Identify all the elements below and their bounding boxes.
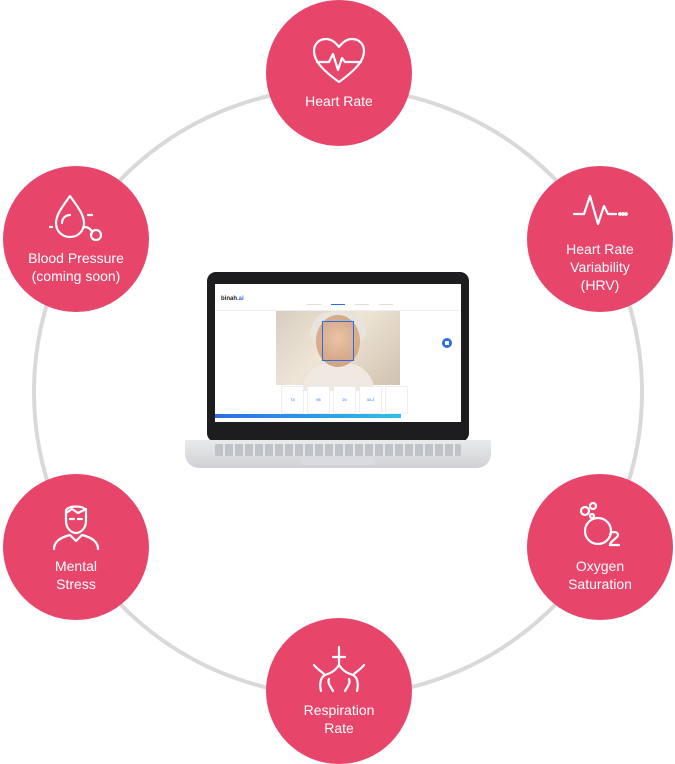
vitals-cards: 74 96 20 44.2 [281, 386, 408, 414]
laptop-screen: binah.ai 74 96 20 44.2 [215, 284, 461, 422]
oxygen-saturation-node: Oxygen Saturation [527, 474, 673, 620]
vital-card: 96 [307, 386, 330, 414]
camera-view [276, 311, 400, 391]
laptop-base [185, 440, 491, 468]
subject-face [316, 315, 360, 367]
trackpad [301, 457, 375, 465]
tab-3[interactable] [355, 294, 369, 305]
mental-stress-label: Mental Stress [54, 558, 98, 592]
lungs-icon [311, 645, 367, 695]
heart-pulse-icon [311, 36, 367, 86]
brand-logo: binah.ai [221, 296, 244, 302]
tab-2[interactable] [331, 294, 345, 305]
mental-stress-node: Mental Stress [3, 474, 149, 620]
blood-pressure-node: Blood Pressure (coming soon) [3, 166, 149, 312]
vital-card: 74 [281, 386, 304, 414]
respiration-rate-label: Respiration Rate [303, 702, 375, 736]
face-frame [322, 321, 354, 361]
app-tabs [307, 294, 393, 305]
app-header: binah.ai [215, 284, 461, 311]
heart-rate-node: Heart Rate [266, 0, 412, 146]
blood-pressure-label: Blood Pressure (coming soon) [28, 250, 124, 284]
oxygen-molecule-icon [572, 501, 628, 551]
stop-button[interactable] [442, 338, 452, 348]
vital-card: 20 [333, 386, 356, 414]
hrv-label: Heart Rate Variability (HRV) [566, 241, 634, 293]
heart-rate-label: Heart Rate [305, 93, 373, 109]
tab-1[interactable] [307, 294, 321, 305]
vital-card [385, 386, 408, 414]
tab-4[interactable] [379, 294, 393, 305]
pulse-wave-icon [572, 184, 628, 234]
person-icon [48, 501, 104, 551]
laptop: binah.ai 74 96 20 44.2 [185, 270, 491, 478]
vital-card: 44.2 [359, 386, 382, 414]
blood-drop-gauge-icon [48, 193, 104, 243]
respiration-rate-node: Respiration Rate [266, 618, 412, 764]
oxygen-saturation-label: Oxygen Saturation [568, 558, 632, 592]
laptop-lid: binah.ai 74 96 20 44.2 [207, 272, 469, 442]
progress-bar [215, 414, 401, 418]
hrv-node: Heart Rate Variability (HRV) [527, 166, 673, 312]
keyboard [215, 444, 461, 456]
